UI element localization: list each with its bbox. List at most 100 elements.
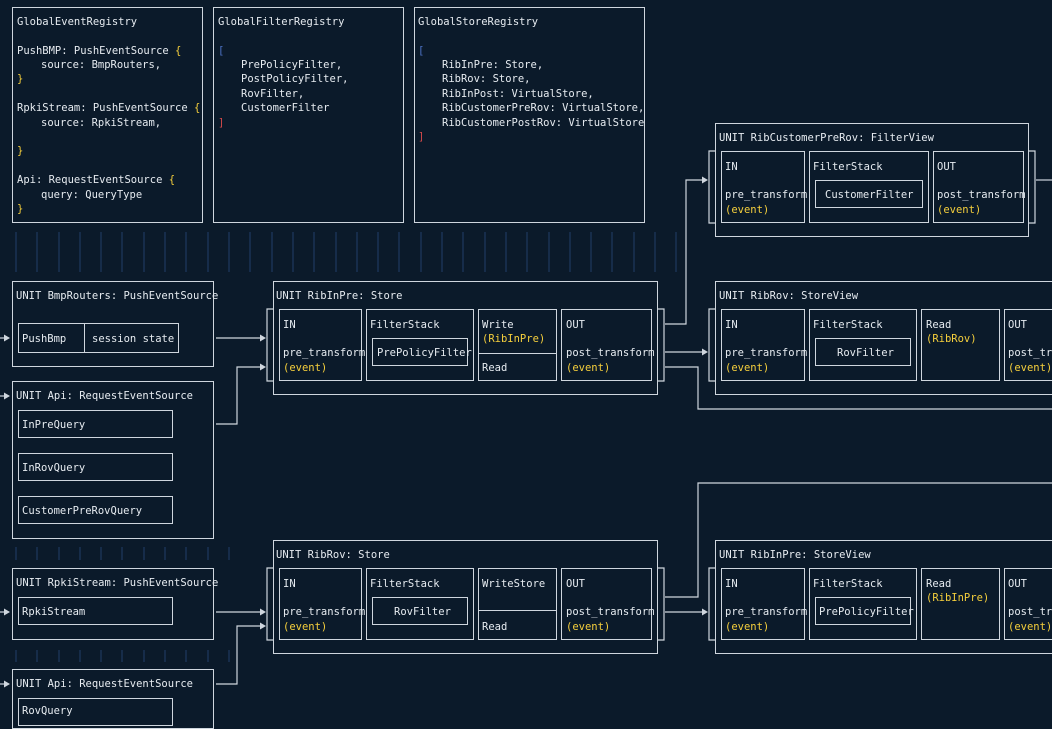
query-box	[18, 410, 173, 438]
api-declaration: Api: RequestEventSource {	[17, 174, 176, 186]
out-label: OUT	[1008, 319, 1027, 331]
read-arg: (RibRov)	[926, 333, 977, 345]
read-cell	[478, 353, 557, 381]
event-arg: (event)	[1008, 621, 1052, 633]
store-close-bracket: ]	[418, 131, 425, 143]
event-arg: (event)	[566, 621, 611, 633]
query-box	[18, 496, 173, 524]
bmp-declaration: PushBMP: PushEventSource {	[17, 45, 182, 57]
arrow-head	[260, 363, 266, 371]
event-arg: (event)	[725, 621, 770, 633]
api-query-field: query: QueryType	[41, 189, 143, 201]
unit-side-bracket	[1029, 150, 1036, 224]
write-label: Write	[482, 319, 514, 331]
filter-stack-label: FilterStack	[370, 319, 440, 331]
post-transform-label: post_transform	[937, 189, 1026, 201]
store-open-bracket: [	[418, 45, 425, 57]
filter-stack	[366, 568, 474, 640]
in-port	[721, 309, 805, 381]
in-label: IN	[725, 319, 738, 331]
event-arg: (event)	[725, 362, 770, 374]
in-port	[279, 568, 362, 640]
filter-stack	[809, 568, 917, 640]
query-box	[18, 453, 173, 481]
pre-transform-label: pre_transform	[283, 606, 366, 618]
filter-stack	[366, 309, 474, 381]
arrow-head	[4, 392, 10, 400]
out-port	[561, 568, 652, 640]
unit-bmp-routers	[12, 281, 214, 367]
store-item: RibCustomerPostRov: VirtualStore	[442, 117, 645, 129]
store-registry-title: GlobalStoreRegistry	[418, 16, 539, 28]
unit-title: UNIT RibRov: Store	[276, 549, 390, 561]
unit-side-bracket	[266, 567, 273, 641]
read-label: Read	[926, 578, 952, 590]
out-label: OUT	[1008, 578, 1027, 590]
unit-api-request	[12, 381, 214, 539]
pre-transform-label: pre_transform	[725, 189, 808, 201]
in-port	[721, 568, 805, 640]
event-arg: (event)	[566, 362, 611, 374]
filter-box	[815, 180, 923, 208]
write-arg: (RibInPre)	[482, 333, 546, 345]
filter-box	[815, 338, 911, 366]
query-label: InRovQuery	[22, 462, 86, 474]
filter-open-bracket: [	[218, 45, 225, 57]
unit-side-bracket	[658, 567, 665, 641]
filter-stack-label: FilterStack	[370, 578, 440, 590]
unit-ribrov-store	[273, 540, 658, 654]
unit-side-bracket	[708, 567, 715, 641]
rpki-stream-cell	[18, 597, 173, 625]
connection-wires	[0, 150, 1052, 688]
read-cell	[921, 568, 1000, 640]
out-port	[561, 309, 652, 381]
global-event-registry	[12, 7, 203, 223]
rpki-stream-label: RpkiStream	[22, 606, 86, 618]
out-label: OUT	[566, 578, 585, 590]
post-transform-label: post_transform	[566, 347, 655, 359]
rpki-close-brace: }	[17, 145, 24, 157]
filter-stack-label: FilterStack	[813, 319, 883, 331]
out-label: OUT	[566, 319, 585, 331]
post-transform-label: post_transform	[1008, 606, 1052, 618]
filter-item: PostPolicyFilter,	[241, 73, 349, 85]
rpki-declaration: RpkiStream: PushEventSource {	[17, 102, 201, 114]
store-item: RibRov: Store,	[442, 73, 531, 85]
in-port	[721, 151, 805, 223]
arrow-head	[260, 334, 266, 342]
out-port	[933, 151, 1024, 223]
filter-box	[372, 597, 468, 625]
arrow-head	[4, 680, 10, 688]
filter-box	[372, 338, 468, 366]
store-item: RibCustomerPreRov: VirtualStore,	[442, 102, 645, 114]
filter-item: RovFilter,	[241, 88, 305, 100]
filter-stack-label: FilterStack	[813, 578, 883, 590]
unit-title: UNIT RibInPre: StoreView	[719, 549, 871, 561]
api-close-brace: }	[17, 203, 24, 215]
read-label: Read	[482, 362, 508, 374]
event-arg: (event)	[283, 362, 328, 374]
in-label: IN	[283, 319, 296, 331]
query-label: InPreQuery	[22, 419, 86, 431]
wire-api-to-ribinpre	[216, 366, 262, 425]
arrow-head	[702, 348, 708, 356]
in-label: IN	[725, 161, 738, 173]
wire-to-upper-right	[665, 482, 1052, 598]
filter-item: CustomerFilter	[241, 102, 330, 114]
pre-transform-label: pre_transform	[725, 606, 808, 618]
read-arg: (RibInPre)	[926, 592, 990, 604]
event-arg: (event)	[283, 621, 328, 633]
store-item: RibInPost: VirtualStore,	[442, 88, 594, 100]
unit-ribinpre-store	[273, 281, 658, 395]
unit-rpki-stream	[12, 568, 214, 640]
unit-side-bracket	[708, 150, 715, 224]
wire-api-to-ribrov	[216, 625, 262, 685]
filter-box	[815, 597, 911, 625]
read-label: Read	[926, 319, 952, 331]
session-state-cell	[84, 323, 179, 353]
arrow-head	[4, 334, 10, 342]
filter-label: PrePolicyFilter	[819, 606, 914, 618]
filter-label: PrePolicyFilter	[377, 347, 472, 359]
filter-label: RovFilter	[394, 606, 451, 618]
global-filter-registry	[213, 7, 404, 223]
